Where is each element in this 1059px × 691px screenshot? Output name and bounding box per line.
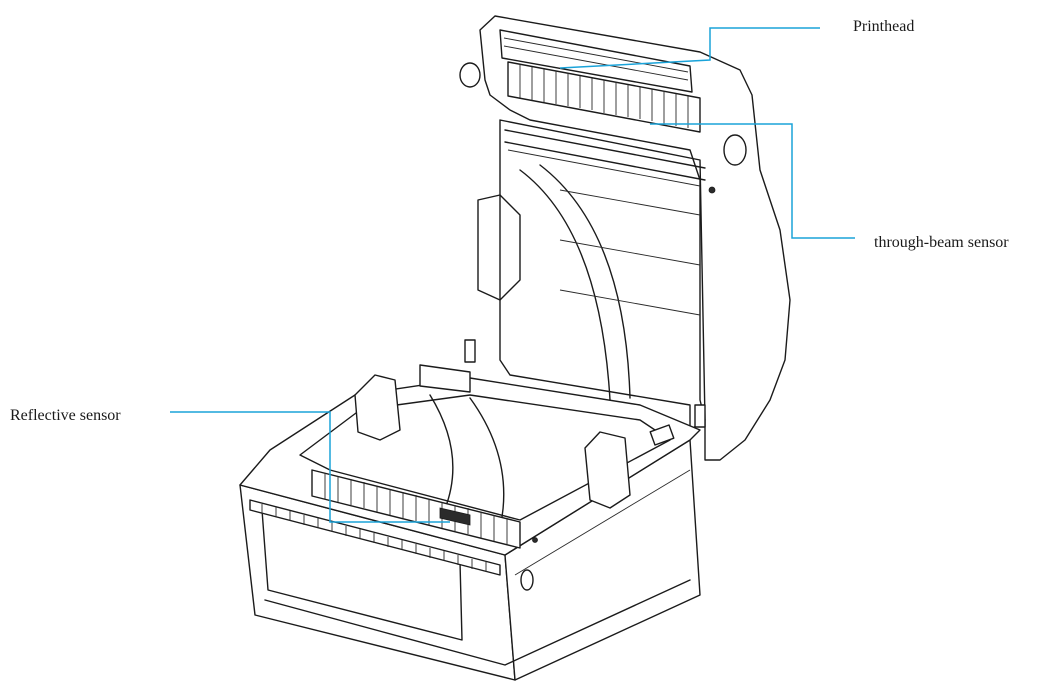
through-beam-sensor-grid — [507, 61, 701, 133]
reflective-sensor-label: Reflective sensor — [10, 407, 121, 424]
callout-leaders — [170, 27, 855, 523]
printhead-leader — [559, 27, 820, 69]
through-beam-sensor-label: through-beam sensor — [874, 234, 1009, 251]
reflective-sensor-platen — [311, 469, 521, 549]
reflective-leader — [170, 411, 450, 523]
printer-lid — [459, 15, 791, 461]
through-beam-leader — [650, 123, 855, 239]
printer-base — [239, 364, 701, 681]
printhead-label: Printhead — [853, 18, 915, 35]
